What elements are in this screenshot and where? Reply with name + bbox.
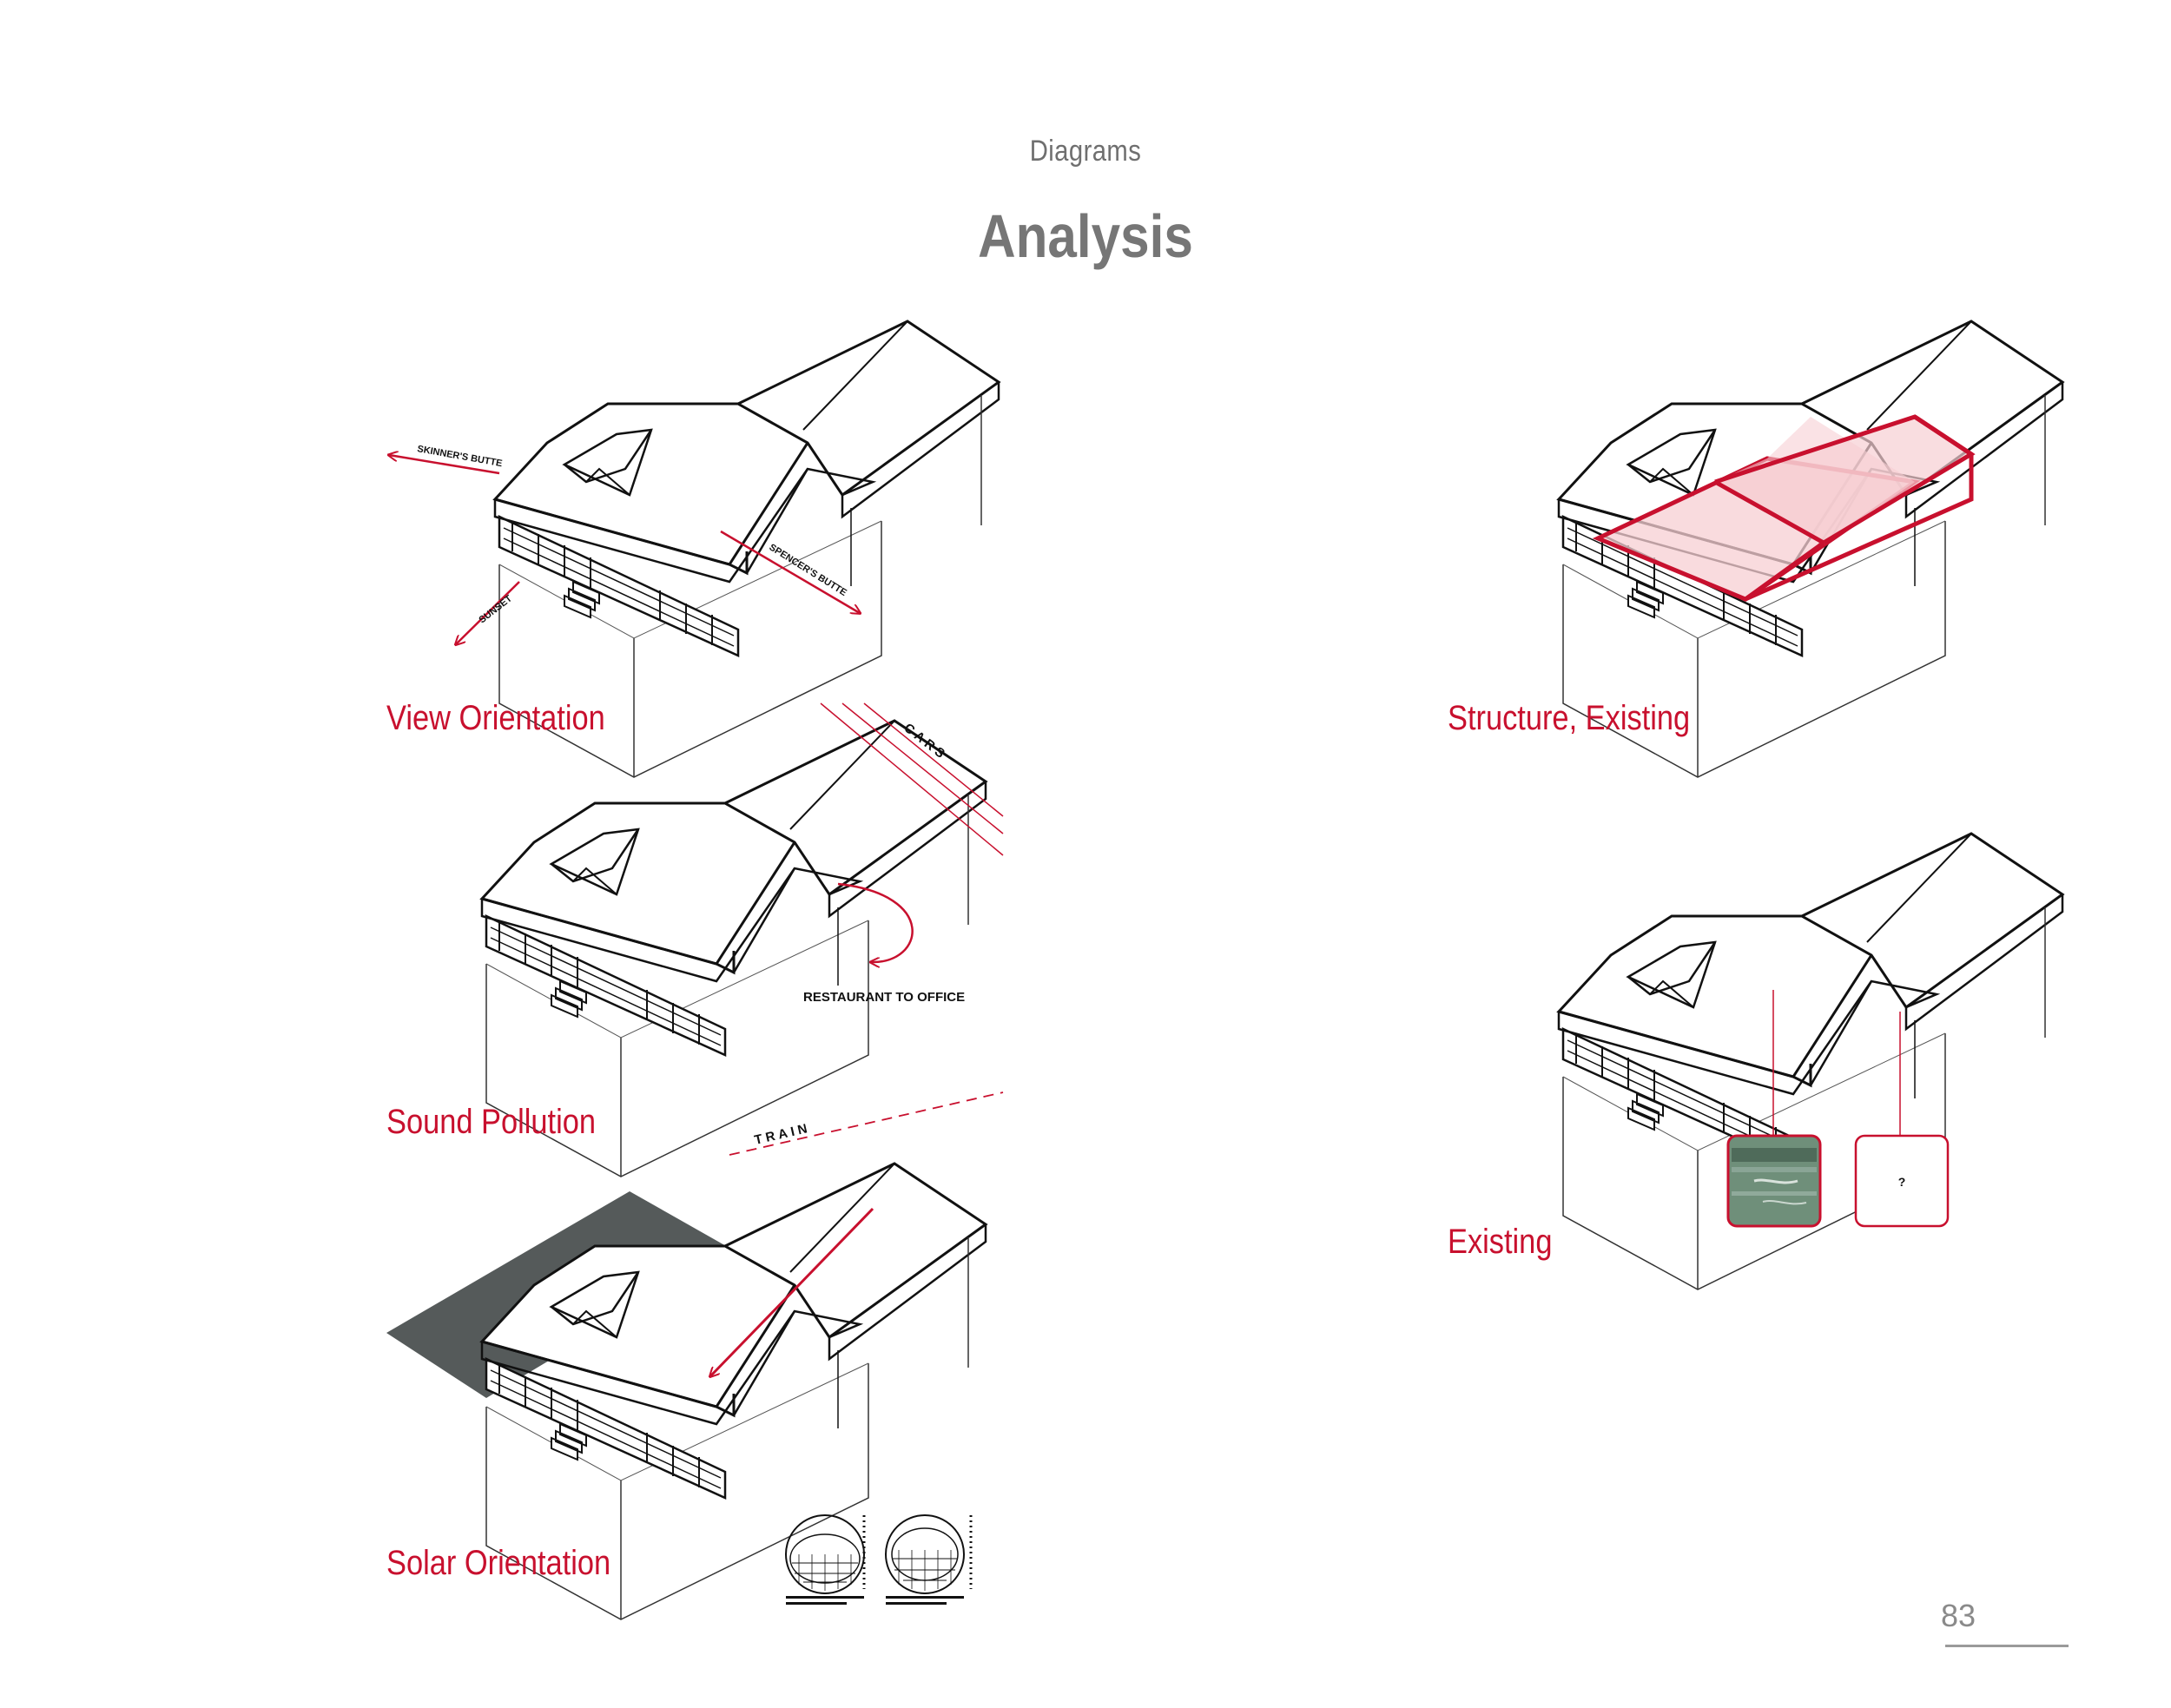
page-kicker: Diagrams [1029, 135, 1142, 168]
swatch-existing-siding [1726, 1134, 1822, 1228]
label-restaurant-to-office: RESTAURANT TO OFFICE [803, 990, 965, 1005]
caption-solar-orientation: Solar Orientation [386, 1544, 611, 1582]
train-noise-line [729, 1091, 1004, 1156]
arrow-use-change [837, 882, 914, 962]
sun-path-chart-1 [785, 1514, 866, 1605]
label-sunset: SUNSET [477, 593, 514, 625]
structure-grid-overlay [1592, 414, 1976, 602]
sun-path-chart-2 [885, 1514, 973, 1605]
caption-sound-pollution: Sound Pollution [386, 1103, 596, 1141]
label-skinners-butte: SKINNER'S BUTTE [416, 444, 503, 469]
page-number: 83 [1941, 1598, 1976, 1633]
label-spencers-butte: SPENCER'S BUTTE [767, 542, 848, 598]
caption-view-orientation: View Orientation [386, 699, 605, 737]
label-unknown-material: ? [1898, 1175, 1906, 1189]
arrow-sun-direction [710, 1207, 874, 1376]
page-title: Analysis [978, 202, 1193, 270]
cars-noise-lines [820, 702, 1004, 856]
caption-structure-existing: Structure, Existing [1448, 699, 1691, 737]
label-train: TRAIN [753, 1121, 812, 1148]
caption-existing: Existing [1448, 1223, 1553, 1261]
arrow-skinners-butte [389, 455, 500, 475]
arrow-spencers-butte [720, 530, 860, 613]
arrow-sunset [456, 581, 520, 644]
page-number-rule [1945, 1645, 2069, 1647]
swatch-unknown-material: ? [1854, 1134, 1950, 1228]
